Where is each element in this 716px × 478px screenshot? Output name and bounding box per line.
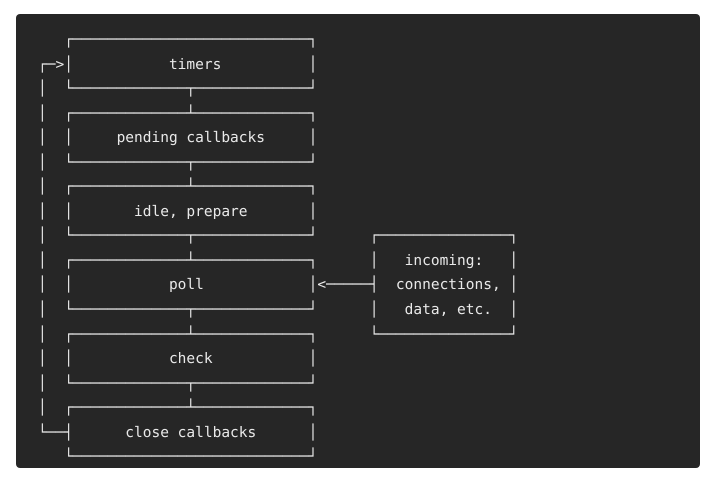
ascii-line-pending-callbacks: │ │ pending callbacks │ <box>38 130 318 147</box>
ascii-line: │ └─────────────┬─────────────┘ ┌───────… <box>38 228 519 245</box>
ascii-line-check: │ │ check │ <box>38 351 318 368</box>
ascii-line: │ └─────────────┬─────────────┘ <box>38 154 318 171</box>
code-block-panel: ┌───────────────────────────┐ ┌─>│ timers… <box>16 14 700 468</box>
ascii-line-timers: ┌─>│ timers │ <box>38 56 318 73</box>
ascii-line: └───────────────────────────┘ <box>38 449 318 466</box>
ascii-line-incoming: │ ┌─────────────┴─────────────┐ │ incomi… <box>38 252 519 269</box>
ascii-line-idle-prepare: │ │ idle, prepare │ <box>38 203 318 220</box>
ascii-line: │ ┌─────────────┴─────────────┐ <box>38 400 318 417</box>
ascii-line-data-etc: │ └─────────────┬─────────────┘ │ data, … <box>38 302 519 319</box>
ascii-diagram-canvas: ┌───────────────────────────┐ ┌─>│ timers… <box>16 14 700 468</box>
ascii-line-poll: │ │ poll │<─────┤ connections, │ <box>38 277 519 294</box>
ascii-line: │ ┌─────────────┴─────────────┐ <box>38 105 318 122</box>
ascii-line: ┌───────────────────────────┐ <box>38 32 318 48</box>
ascii-line: │ ┌─────────────┴─────────────┐ <box>38 179 318 196</box>
ascii-art-diagram: ┌───────────────────────────┐ ┌─>│ timers… <box>38 28 518 468</box>
ascii-line-close-callbacks: └──┤ close callbacks │ <box>38 424 318 441</box>
ascii-line: │ ┌─────────────┴─────────────┐ └───────… <box>38 326 519 343</box>
ascii-line: │ └─────────────┬─────────────┘ <box>38 81 318 98</box>
ascii-line: │ └─────────────┬─────────────┘ <box>38 375 318 392</box>
